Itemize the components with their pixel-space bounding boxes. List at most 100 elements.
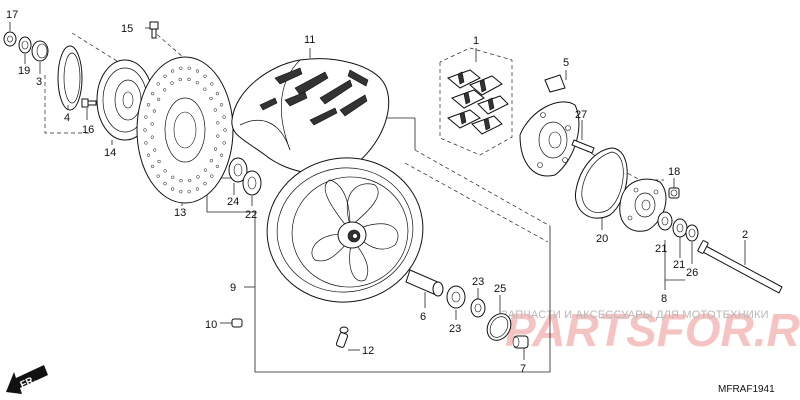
disc-hole (179, 178, 183, 183)
callout-4: 4 (64, 112, 70, 124)
callout-14: 14 (104, 147, 116, 159)
disc-hole (203, 74, 207, 78)
disc-hole (222, 115, 226, 119)
part-17-nut (3, 22, 17, 47)
disc-hole (210, 174, 214, 178)
disc-hole (162, 88, 167, 92)
part-11-tire (231, 48, 390, 175)
callout-23-lower: 23 (449, 323, 461, 335)
disc-hole (157, 159, 161, 164)
callout-5: 5 (563, 57, 569, 69)
part-18-nut (668, 178, 680, 199)
callout-24: 24 (227, 196, 239, 208)
disc-hole (144, 115, 148, 119)
front-arrow-icon (6, 365, 48, 394)
part-10-weight (220, 318, 243, 328)
disc-hole (171, 175, 175, 179)
part-25-oring (486, 295, 512, 341)
part-23-bearing-a (446, 285, 466, 320)
part-23-bearing-b (470, 288, 486, 318)
disc-hole (188, 178, 192, 183)
disc-hole (179, 190, 183, 194)
disc-hole (150, 164, 155, 169)
disc-hole (146, 153, 151, 157)
disc-hole (210, 82, 214, 86)
callout-labels: 17 19 3 4 16 14 15 13 11 24 22 9 10 12 6… (6, 9, 748, 375)
part-5-driven-flange (519, 70, 580, 177)
callout-8: 8 (661, 293, 667, 305)
part-6-spacer (405, 269, 444, 308)
disc-hole (143, 128, 147, 132)
part-19-collar (18, 36, 32, 64)
callout-13: 13 (174, 207, 186, 219)
disc-hole (222, 141, 226, 145)
callout-26: 26 (686, 267, 698, 279)
callout-12: 12 (362, 345, 374, 357)
callout-11: 11 (304, 34, 315, 46)
disc-hole (163, 182, 167, 186)
part-3-dust-seal (31, 40, 49, 74)
disc-hole (213, 108, 217, 112)
part-21-bearing-a (657, 211, 673, 231)
disc-hole (215, 91, 220, 96)
callout-7: 7 (520, 363, 526, 375)
part-4-ring (57, 45, 83, 111)
tire-tread (259, 67, 369, 126)
callout-15: 15 (121, 23, 133, 35)
disc-hole (163, 74, 167, 78)
disc-hole (163, 169, 167, 173)
disc-hole (170, 69, 175, 73)
disc-hole (144, 141, 148, 145)
disc-hole (203, 87, 207, 91)
disc-hole (219, 153, 224, 157)
part-2-axle (697, 240, 783, 294)
disc-hole (195, 187, 200, 191)
disc-hole (203, 182, 207, 186)
dashed-guide-2 (404, 162, 549, 243)
callout-10: 10 (205, 319, 217, 331)
disc-hole (187, 77, 191, 82)
disc-hole (223, 128, 227, 132)
dashed-guide-1 (414, 149, 551, 227)
part-12-valve (335, 326, 360, 351)
part-26-seal (685, 224, 699, 264)
callout-23-upper: 23 (472, 276, 484, 288)
disc-hole (209, 96, 213, 101)
part-20-snap-ring (574, 147, 628, 230)
part-13-brake-disc (136, 56, 234, 206)
disc-hole (195, 81, 199, 85)
watermark: PARTSFOR.RU ЗАПЧАСТИ И АКСЕССУАРЫ ДЛЯ МО… (501, 304, 800, 356)
disc-hole (215, 164, 220, 169)
part-27-stud (571, 120, 595, 154)
callout-25: 25 (494, 283, 506, 295)
callout-20: 20 (596, 233, 608, 245)
part-1-damper-rubbers (447, 48, 509, 135)
disc-hole (153, 148, 157, 152)
disc-hole (196, 175, 200, 179)
disc-hole (216, 121, 220, 125)
disc-hole (170, 81, 174, 85)
disc-hole (150, 135, 154, 139)
part-7-collar (512, 335, 529, 360)
disc-hole (170, 187, 175, 191)
disc-hole (150, 91, 155, 96)
wheel-assembly-frame (206, 178, 551, 373)
callout-6: 6 (420, 311, 426, 323)
callout-27: 27 (575, 109, 587, 121)
callout-18: 18 (668, 166, 680, 178)
callout-21-left: 21 (655, 243, 667, 255)
disc-hole (146, 103, 151, 107)
brake-disc-holes (143, 66, 227, 194)
callout-16: 16 (82, 124, 94, 136)
disc-hole (179, 66, 183, 70)
part-21-bearing-b (672, 218, 688, 258)
callout-22: 22 (245, 209, 257, 221)
part-15-bolt (145, 21, 159, 39)
callout-17: 17 (6, 9, 18, 21)
bolt-dashed (151, 29, 201, 73)
part-9-wheel (266, 157, 424, 303)
disc-hole (178, 77, 182, 82)
disc-hole (216, 134, 220, 138)
disc-hole (213, 147, 218, 151)
